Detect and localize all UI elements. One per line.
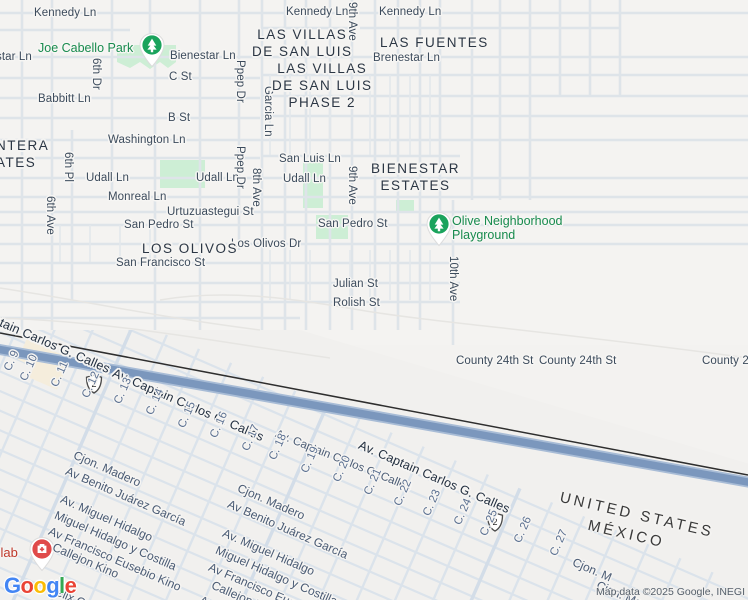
google-logo[interactable]: Google [4,573,77,598]
trail-line [0,287,748,359]
parcel-line [59,75,431,300]
shield-number: 2 [492,517,497,527]
poi-pin-joe-cabello-park[interactable] [138,32,166,68]
poi-pin-olive-neighborhood-playground[interactable] [425,211,453,247]
poi-pin-hospital[interactable] [28,536,56,572]
international-border-line [0,332,748,476]
highway-mx-2 [0,343,748,488]
shield-number: 2 [91,379,96,389]
map-attribution: Map data ©2025 Google, INEGI [596,586,745,598]
highway-shield-2: 2 [84,374,104,399]
highway-shield-2: 2 [485,512,505,537]
street-line [0,11,748,320]
street-line [20,0,622,345]
